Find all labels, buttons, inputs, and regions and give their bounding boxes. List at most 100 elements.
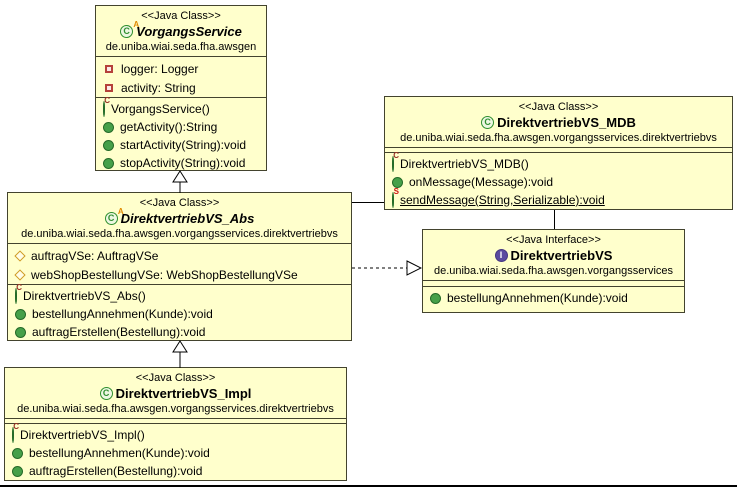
- stereotype-label: <<Java Class>>: [141, 10, 221, 22]
- class-name-row: C DirektvertriebVS_Impl: [5, 385, 346, 402]
- public-method-icon: [103, 139, 114, 151]
- fields-compartment-empty: [5, 418, 346, 423]
- stereotype-label: <<Java Class>>: [518, 101, 599, 113]
- field-row: logger: Logger: [96, 59, 266, 78]
- class-icon-wrap: C: [99, 387, 113, 400]
- realization-arrow-abs-to-interface[interactable]: [352, 260, 422, 276]
- java-class-icon: C: [120, 25, 134, 38]
- field-row: webShopBestellungVSe: WebShopBestellungV…: [8, 265, 351, 284]
- public-method-icon: [15, 326, 26, 338]
- field-row: auftragVSe: AuftragVSe: [8, 246, 351, 265]
- method-label: startActivity(String):void: [120, 138, 247, 152]
- method-label: DirektvertriebVS_MDB(): [400, 157, 529, 171]
- stereotype-label: <<Java Class>>: [135, 372, 216, 384]
- method-label: sendMessage(String,Serializable):void: [400, 193, 605, 207]
- field-label: webShopBestellungVSe: WebShopBestellungV…: [31, 267, 298, 282]
- public-method-icon: [103, 101, 105, 117]
- method-row: bestellungAnnehmen(Kunde):void: [5, 444, 346, 462]
- class-name-row: C DirektvertriebVS_MDB: [385, 114, 732, 131]
- public-method-icon: [103, 121, 114, 133]
- method-row: C DirektvertriebVS_Abs(): [8, 283, 351, 305]
- generalization-arrow-impl-to-abs[interactable]: [170, 340, 190, 368]
- method-row: getActivity():String: [96, 118, 266, 136]
- class-icon-wrap: C A: [104, 208, 124, 225]
- constructor-decorator-icon: C: [393, 151, 399, 160]
- public-method-icon: [392, 176, 403, 188]
- class-header: <<Java Class>> C A DirektvertriebVS_Abs …: [8, 193, 351, 243]
- method-row: bestellungAnnehmen(Kunde):void: [8, 305, 351, 323]
- interface-icon-wrap: I: [494, 249, 508, 262]
- association-line-mdb-interface[interactable]: [554, 210, 555, 229]
- public-method-icon: [103, 157, 114, 169]
- fields-compartment-empty: [385, 147, 732, 152]
- field-label: logger: Logger: [121, 61, 199, 76]
- public-method-icon: [12, 465, 23, 477]
- method-label: DirektvertriebVS_Abs(): [23, 289, 146, 303]
- field-row: activity: String: [96, 78, 266, 97]
- generalization-arrow-abs-to-vorgangsservice[interactable]: [170, 170, 190, 193]
- field-label: auftragVSe: AuftragVSe: [31, 248, 159, 263]
- java-class-icon: C: [481, 116, 495, 129]
- method-row: auftragErstellen(Bestellung):void: [5, 462, 346, 480]
- method-row: bestellungAnnehmen(Kunde):void: [423, 289, 684, 307]
- method-label: onMessage(Message):void: [409, 175, 554, 189]
- class-box-direktvertriebvs-impl[interactable]: <<Java Class>> C DirektvertriebVS_Impl d…: [4, 367, 347, 481]
- private-field-icon: [105, 64, 113, 73]
- class-icon-wrap: C: [481, 116, 495, 129]
- method-label: bestellungAnnehmen(Kunde):void: [447, 291, 628, 305]
- class-icon-wrap: C A: [120, 21, 139, 38]
- class-name-row: C A DirektvertriebVS_Abs: [8, 208, 351, 227]
- method-label: bestellungAnnehmen(Kunde):void: [32, 307, 213, 321]
- class-header: <<Java Class>> C DirektvertriebVS_Impl d…: [5, 368, 346, 418]
- method-row: auftragErstellen(Bestellung):void: [8, 323, 351, 341]
- public-method-icon: [12, 447, 23, 459]
- methods-compartment: C VorgangsService() getActivity():String…: [96, 97, 266, 172]
- package-label: de.uniba.wiai.seda.fha.awsgen: [105, 41, 257, 53]
- class-name-row: I DirektvertriebVS: [423, 247, 684, 264]
- java-class-icon: C: [104, 212, 118, 225]
- association-line-abs-mdb[interactable]: [352, 202, 384, 203]
- package-label: de.uniba.wiai.seda.fha.awsgen.vorgangsse…: [400, 132, 717, 144]
- methods-compartment: bestellungAnnehmen(Kunde):void: [423, 286, 684, 312]
- class-name: DirektvertriebVS_Impl: [115, 386, 252, 401]
- method-row: C DirektvertriebVS_MDB(): [385, 151, 732, 173]
- class-box-direktvertriebvs-mdb[interactable]: <<Java Class>> C DirektvertriebVS_MDB de…: [384, 96, 733, 210]
- method-label: DirektvertriebVS_Impl(): [20, 428, 145, 442]
- java-class-icon: C: [99, 387, 113, 400]
- class-header: <<Java Class>> C DirektvertriebVS_MDB de…: [385, 97, 732, 147]
- method-row: S sendMessage(String,Serializable):void: [385, 188, 732, 209]
- public-method-icon: [430, 292, 441, 304]
- interface-name: DirektvertriebVS: [510, 248, 613, 263]
- interface-box-direktvertriebvs[interactable]: <<Java Interface>> I DirektvertriebVS de…: [422, 229, 685, 313]
- stereotype-label: <<Java Interface>>: [506, 234, 601, 246]
- methods-compartment: C DirektvertriebVS_Impl() bestellungAnne…: [5, 423, 346, 480]
- public-method-icon: [12, 427, 14, 443]
- method-label: auftragErstellen(Bestellung):void: [32, 325, 206, 339]
- class-box-vorgangsservice[interactable]: <<Java Class>> C A VorgangsService de.un…: [95, 5, 267, 171]
- class-box-direktvertriebvs-abs[interactable]: <<Java Class>> C A DirektvertriebVS_Abs …: [7, 192, 352, 341]
- public-method-icon: [392, 156, 394, 172]
- abstract-decorator-icon: A: [133, 20, 140, 29]
- methods-compartment: C DirektvertriebVS_Abs() bestellungAnneh…: [8, 284, 351, 341]
- method-icon-wrap: S: [392, 188, 399, 208]
- fields-compartment: auftragVSe: AuftragVSe webShopBestellung…: [8, 243, 351, 284]
- class-name: DirektvertriebVS_Abs: [120, 211, 255, 226]
- fields-compartment-empty: [423, 280, 684, 286]
- package-label: de.uniba.wiai.seda.fha.awsgen.vorgangsse…: [17, 403, 334, 415]
- method-row: startActivity(String):void: [96, 136, 266, 154]
- screenshot-bottom-border: [0, 485, 737, 487]
- method-label: auftragErstellen(Bestellung):void: [29, 464, 203, 478]
- constructor-decorator-icon: C: [16, 283, 22, 292]
- stereotype-label: <<Java Class>>: [139, 197, 220, 209]
- method-icon-wrap: C: [103, 97, 110, 117]
- java-interface-icon: I: [494, 249, 508, 262]
- field-label: activity: String: [121, 80, 196, 95]
- method-label: getActivity():String: [120, 120, 218, 134]
- class-name-row: C A VorgangsService: [96, 21, 266, 40]
- constructor-decorator-icon: C: [13, 422, 19, 431]
- public-method-icon: [15, 288, 17, 304]
- public-method-icon: [392, 192, 394, 208]
- abstract-decorator-icon: A: [117, 207, 124, 216]
- class-name: VorgangsService: [136, 24, 242, 39]
